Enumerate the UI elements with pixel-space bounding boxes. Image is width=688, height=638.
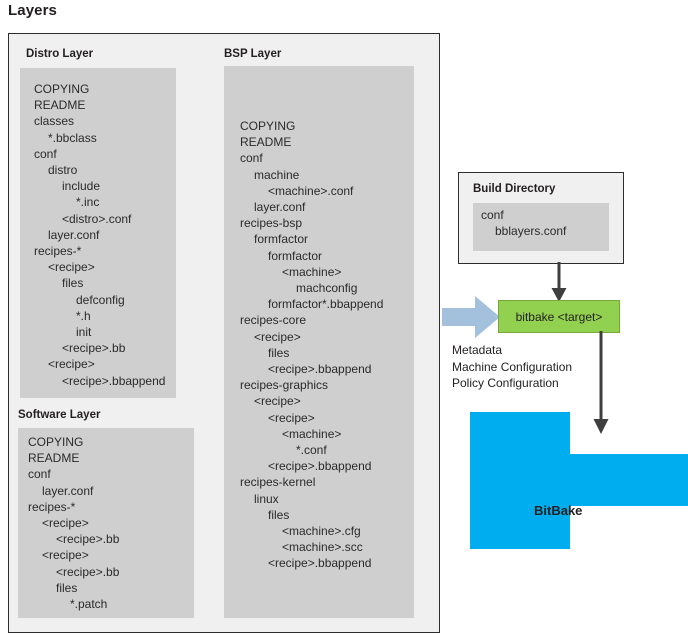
tree-item: recipes-bsp: [240, 216, 303, 231]
bitbake-engine-label: BitBake: [534, 503, 583, 518]
tree-item: <recipe>.bb: [56, 564, 120, 579]
tree-item: layer.conf: [254, 200, 306, 215]
tree-item: bblayers.conf: [495, 224, 567, 239]
build-directory-tree-box: conf bblayers.conf: [473, 203, 609, 251]
distro-layer-heading: Distro Layer: [26, 48, 94, 60]
tree-item: recipes-graphics: [240, 378, 329, 393]
tree-item: *.patch: [70, 597, 108, 612]
tree-item: defconfig: [76, 292, 125, 307]
tree-item: init: [76, 325, 92, 340]
tree-item: files: [268, 345, 290, 360]
tree-item: <recipe>: [48, 357, 95, 372]
tree-item: <machine>.cfg: [282, 524, 361, 539]
tree-item: <distro>.conf: [62, 211, 132, 226]
tree-item: <recipe>.bbappend: [62, 373, 166, 388]
tree-item: <machine>.conf: [268, 183, 354, 198]
tree-item: *.conf: [296, 443, 327, 458]
tree-item: README: [34, 98, 86, 113]
tree-item: files: [56, 580, 78, 595]
tree-item: recipes-*: [34, 244, 82, 259]
tree-item: <machine>.scc: [282, 540, 363, 555]
tree-item: <recipe>: [254, 394, 301, 409]
tree-item: *.bbclass: [48, 130, 97, 145]
tree-item: formfactor*.bbappend: [268, 297, 384, 312]
tree-item: distro: [48, 163, 78, 178]
tree-item: files: [62, 276, 84, 291]
tree-item: recipes-kernel: [240, 475, 316, 490]
tree-item: <recipe>.bb: [62, 341, 126, 356]
tree-item: COPYING: [240, 119, 296, 133]
tree-item: conf: [28, 467, 51, 482]
tree-item: conf: [240, 151, 263, 166]
tree-item: formfactor: [254, 232, 309, 247]
tree-item: machconfig: [296, 281, 358, 296]
software-layer-heading: Software Layer: [18, 409, 101, 421]
tree-item: <machine>: [282, 426, 342, 441]
tree-item: classes: [34, 114, 75, 129]
arrow-bitbake-to-engine: [593, 331, 609, 434]
tree-item: *.h: [76, 308, 91, 323]
build-directory-tree: conf bblayers.conf: [473, 203, 609, 239]
arrow-builddir-to-bitbake: [551, 262, 567, 302]
metadata-input-arrow: [442, 296, 500, 338]
bitbake-command-box[interactable]: bitbake <target>: [498, 300, 620, 333]
metadata-caption: Metadata Machine Configuration Policy Co…: [452, 343, 573, 390]
tree-item: layer.conf: [42, 483, 94, 498]
tree-item: <recipe>: [42, 516, 89, 531]
tree-item: <recipe>.bb: [56, 532, 120, 547]
tree-item: layer.conf: [48, 227, 100, 242]
bitbake-command-label: bitbake <target>: [515, 309, 603, 324]
bsp-layer-heading: BSP Layer: [224, 48, 282, 60]
tree-item: <recipe>: [268, 410, 315, 425]
tree-item: <recipe>.bbappend: [268, 459, 372, 474]
build-directory-box: Build Directory conf bblayers.conf: [458, 172, 624, 264]
tree-item: files: [268, 507, 290, 522]
tree-item: <recipe>.bbappend: [268, 556, 372, 571]
tree-item: <recipe>.bbappend: [268, 362, 372, 377]
tree-item: conf: [34, 146, 57, 161]
build-directory-heading: Build Directory: [473, 183, 556, 195]
page-title: Layers: [8, 2, 57, 19]
tree-item: COPYING: [28, 435, 84, 449]
tree-item: conf: [481, 208, 504, 222]
tree-item: *.inc: [76, 195, 100, 210]
tree-item: README: [240, 135, 292, 150]
tree-item: <recipe>: [254, 329, 301, 344]
tree-item: <recipe>: [42, 548, 89, 563]
tree-item: <recipe>: [48, 260, 95, 275]
tree-item: recipes-*: [28, 499, 76, 514]
tree-item: linux: [254, 491, 279, 506]
bitbake-engine-shape: [470, 412, 688, 549]
tree-item: README: [28, 451, 80, 466]
tree-item: machine: [254, 167, 300, 182]
tree-item: include: [62, 179, 101, 194]
tree-item: recipes-core: [240, 313, 307, 328]
tree-item: formfactor: [268, 248, 323, 263]
tree-item: <machine>: [282, 264, 342, 279]
tree-item: COPYING: [34, 82, 90, 96]
